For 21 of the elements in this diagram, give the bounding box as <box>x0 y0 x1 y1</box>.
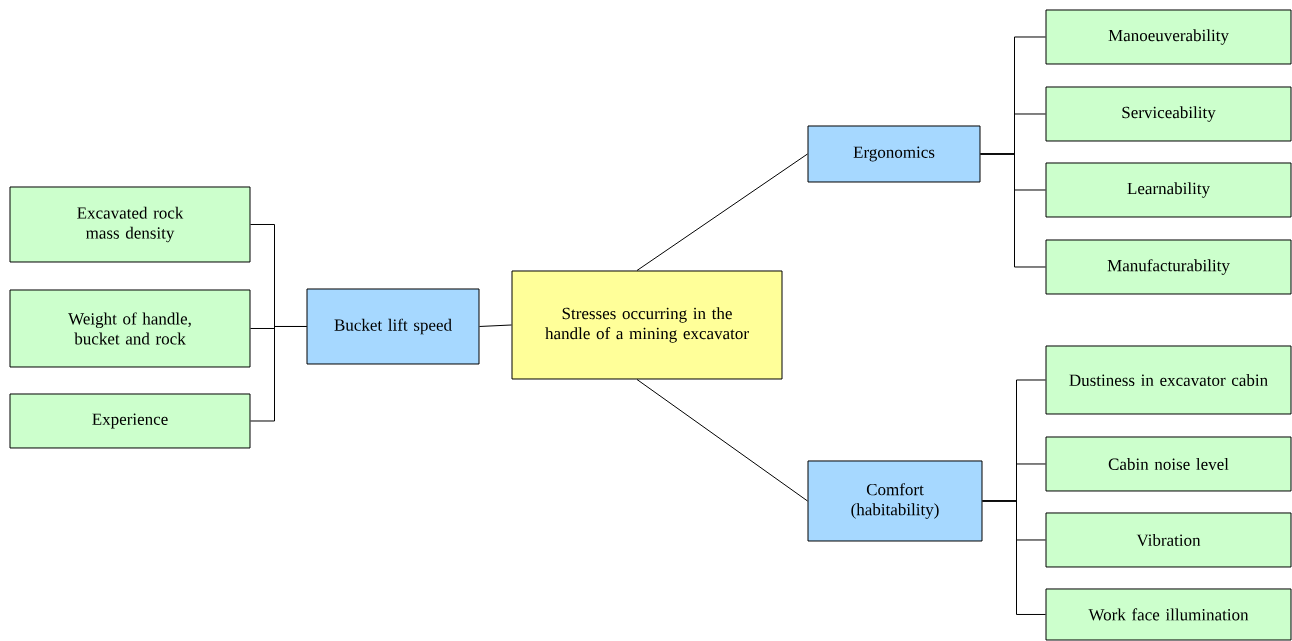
connector-line <box>636 379 808 502</box>
connector-line <box>250 326 307 422</box>
factor-box: Manoeuverability <box>1045 9 1292 65</box>
connector-line <box>636 153 808 271</box>
connector-line <box>479 324 512 327</box>
factor-box: Excavated rock mass density <box>9 186 251 263</box>
connector-line <box>980 153 1046 268</box>
factor-box: Weight of handle, bucket and rock <box>9 289 251 368</box>
factor-box: Vibration <box>1045 512 1292 568</box>
connector-line <box>982 500 1046 615</box>
factor-box: Serviceability <box>1045 86 1292 142</box>
factor-box: Experience <box>9 393 251 449</box>
factor-box: Cabin noise level <box>1045 436 1292 492</box>
factor-box: Manufacturability <box>1045 239 1292 295</box>
factor-box: Dustiness in excavator cabin <box>1045 345 1292 415</box>
factor-box: Learnability <box>1045 162 1292 218</box>
topic-box: Stresses occurring in the handle of a mining excavator <box>511 270 783 380</box>
factor-box: Work face illumination <box>1045 588 1292 641</box>
category-box: Bucket lift speed <box>306 288 480 365</box>
category-box: Comfort (habitability) <box>807 460 983 542</box>
category-box: Ergonomics <box>807 125 981 183</box>
